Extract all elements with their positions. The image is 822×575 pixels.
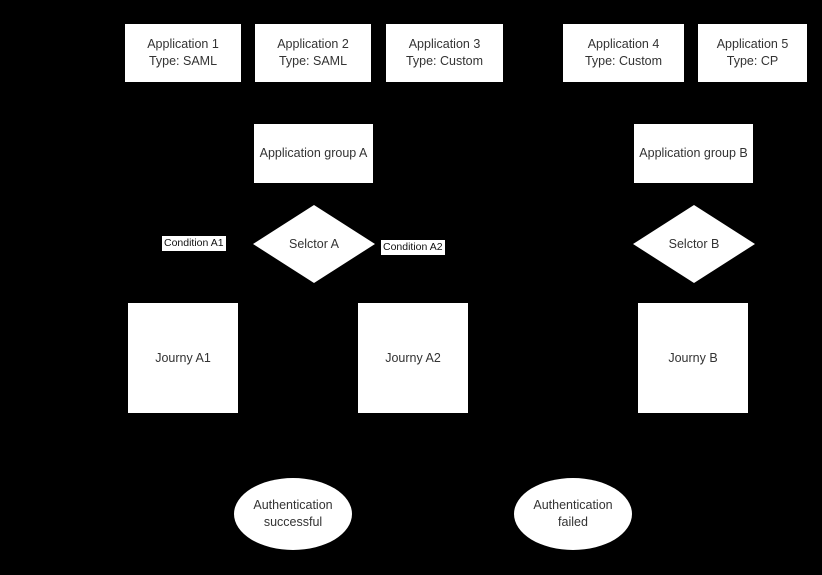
application-box-2-label: Application 2 Type: SAML <box>277 37 349 68</box>
condition-label-a2: Condition A2 <box>381 240 445 255</box>
application-box-1[interactable]: Application 1 Type: SAML <box>125 24 241 82</box>
journey-box-b[interactable]: Journy B <box>638 303 748 413</box>
application-box-4[interactable]: Application 4 Type: Custom <box>563 24 684 82</box>
journey-box-a2-label: Journy A2 <box>385 350 441 365</box>
application-group-b-label: Application group B <box>639 146 748 161</box>
outcome-ellipse-authentication-failed[interactable]: Authentication failed <box>514 478 632 550</box>
selector-diamond-a-label: Selctor A <box>288 237 340 251</box>
application-box-3-label: Application 3 Type: Custom <box>405 37 484 68</box>
application-box-5[interactable]: Application 5 Type: CP <box>698 24 807 82</box>
application-box-2[interactable]: Application 2 Type: SAML <box>255 24 371 82</box>
application-group-box-a[interactable]: Application group A <box>254 124 373 183</box>
journey-box-a1[interactable]: Journy A1 <box>128 303 238 413</box>
application-group-box-b[interactable]: Application group B <box>634 124 753 183</box>
application-box-5-label: Application 5 Type: CP <box>716 37 789 68</box>
application-box-4-label: Application 4 Type: Custom <box>584 37 663 68</box>
journey-box-a1-label: Journy A1 <box>155 350 211 365</box>
condition-label-a1: Condition A1 <box>162 236 226 251</box>
application-group-a-label: Application group A <box>259 146 368 161</box>
journey-box-a2[interactable]: Journy A2 <box>358 303 468 413</box>
selector-diamond-a[interactable]: Selctor A <box>253 205 375 283</box>
application-box-3[interactable]: Application 3 Type: Custom <box>386 24 503 82</box>
outcome-authentication-failed-label: Authentication failed <box>533 498 613 529</box>
selector-diamond-b-label: Selctor B <box>668 237 720 251</box>
outcome-authentication-successful-label: Authentication successful <box>253 498 333 529</box>
application-box-1-label: Application 1 Type: SAML <box>147 37 219 68</box>
outcome-ellipse-authentication-successful[interactable]: Authentication successful <box>234 478 352 550</box>
journey-box-b-label: Journy B <box>668 350 718 365</box>
selector-diamond-b[interactable]: Selctor B <box>633 205 755 283</box>
